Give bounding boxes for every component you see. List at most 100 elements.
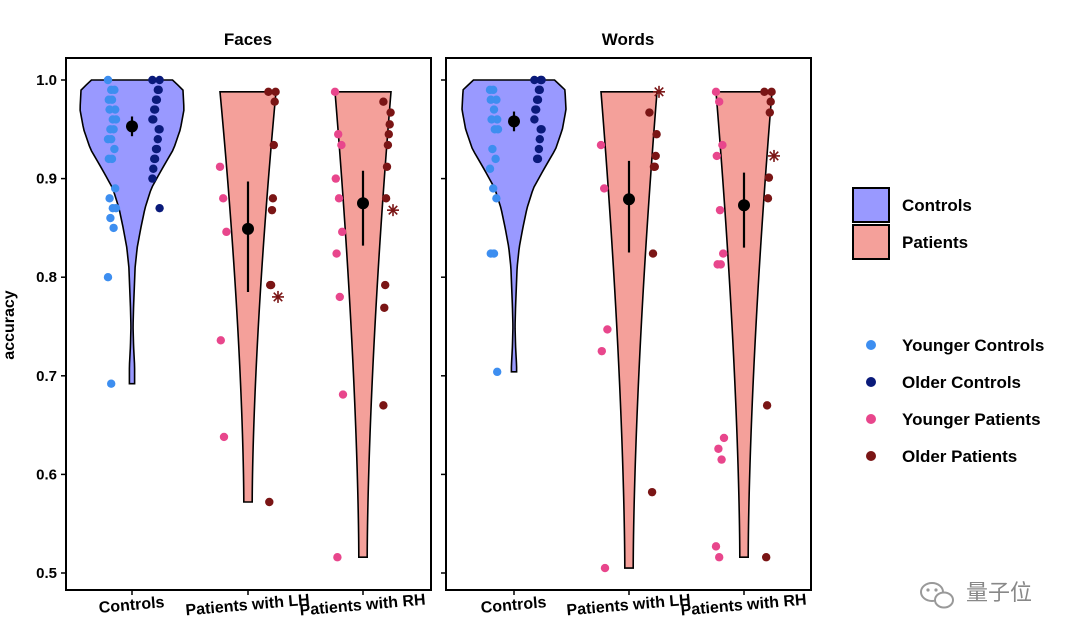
point-younger xyxy=(332,249,341,258)
point-older xyxy=(271,87,280,97)
mean-marker xyxy=(623,193,635,206)
x-tick-label: Controls xyxy=(98,594,165,617)
point-younger xyxy=(712,151,721,161)
point-younger xyxy=(105,194,114,203)
point-older xyxy=(270,97,279,106)
point-older xyxy=(532,95,542,104)
point-younger xyxy=(107,154,117,164)
point-older xyxy=(150,105,159,114)
watermark: 量子位 xyxy=(920,580,1032,609)
point-older xyxy=(153,85,162,95)
point-younger xyxy=(493,125,503,134)
point-older xyxy=(148,174,157,183)
mean-marker xyxy=(738,199,750,212)
y-tick-label: 0.9 xyxy=(36,171,57,188)
point-older xyxy=(267,205,277,215)
point-younger xyxy=(333,553,342,562)
point-older xyxy=(264,87,273,97)
point-younger xyxy=(488,144,497,154)
x-tick-label: Patients with RH xyxy=(299,592,426,620)
point-younger xyxy=(334,194,344,203)
point-younger xyxy=(718,140,727,150)
asterisk-mark xyxy=(769,151,779,161)
point-older xyxy=(383,140,393,150)
legend-point-swatch xyxy=(866,340,876,350)
point-older xyxy=(379,401,388,410)
legend-fill-label: Controls xyxy=(902,196,972,215)
point-older xyxy=(763,194,773,203)
point-older xyxy=(645,108,654,117)
point-older xyxy=(536,75,545,85)
point-younger xyxy=(111,203,121,213)
point-younger xyxy=(222,227,231,237)
watermark-text: 量子位 xyxy=(966,580,1032,605)
point-younger xyxy=(489,249,499,258)
point-older xyxy=(155,203,164,213)
violin-patients-with-lh xyxy=(219,91,277,503)
point-younger xyxy=(487,115,496,124)
legend-fill-swatch xyxy=(852,187,890,223)
panel-title: Faces xyxy=(224,30,272,49)
point-older xyxy=(148,115,157,124)
legend-point-swatch xyxy=(866,377,876,387)
point-younger xyxy=(107,379,116,388)
y-tick-label: 0.7 xyxy=(36,368,57,385)
point-younger xyxy=(215,162,225,171)
point-younger xyxy=(335,292,344,302)
point-younger xyxy=(597,346,606,356)
point-younger xyxy=(600,563,610,573)
point-younger xyxy=(219,432,229,442)
x-tick-label: Patients with LH xyxy=(185,592,310,620)
point-older xyxy=(381,280,390,290)
legend-point-swatch xyxy=(866,451,876,461)
point-younger xyxy=(486,95,495,104)
mean-marker xyxy=(126,120,138,133)
point-older xyxy=(154,125,163,134)
point-younger xyxy=(107,95,117,104)
point-younger xyxy=(337,140,346,150)
point-older xyxy=(148,75,157,85)
y-tick-label: 0.5 xyxy=(36,565,57,582)
point-younger xyxy=(216,336,225,345)
point-older xyxy=(149,164,158,173)
point-younger xyxy=(109,223,118,233)
point-older xyxy=(530,115,539,124)
point-older xyxy=(536,125,545,134)
violin-patients-with-rh xyxy=(715,91,773,559)
point-older xyxy=(648,249,658,258)
point-older xyxy=(535,134,544,144)
point-older xyxy=(647,487,657,497)
mean-marker xyxy=(242,222,254,235)
legend-fill-label: Patients xyxy=(902,233,968,252)
point-younger xyxy=(485,164,495,173)
asterisk-mark xyxy=(654,87,664,97)
point-older xyxy=(766,97,775,106)
x-tick-label: Patients with RH xyxy=(680,592,807,620)
point-older xyxy=(760,87,769,97)
point-older xyxy=(531,105,540,114)
point-younger xyxy=(219,194,228,203)
point-older xyxy=(532,154,542,164)
point-younger xyxy=(331,174,340,183)
point-younger xyxy=(603,325,612,334)
point-younger xyxy=(106,213,115,223)
point-younger xyxy=(715,205,725,215)
mean-marker xyxy=(508,115,520,128)
point-older xyxy=(265,497,274,507)
wechat-icon xyxy=(920,582,954,609)
y-tick-label: 0.6 xyxy=(36,466,57,483)
point-younger xyxy=(493,367,502,377)
legend-point-label: Older Patients xyxy=(902,447,1017,466)
point-older xyxy=(381,194,391,203)
point-younger xyxy=(492,194,501,203)
asterisk-mark xyxy=(388,205,398,215)
point-younger xyxy=(489,85,498,95)
point-younger xyxy=(111,184,120,193)
point-older xyxy=(386,108,395,117)
point-younger xyxy=(105,105,114,114)
point-older xyxy=(764,173,774,182)
point-younger xyxy=(596,140,606,150)
legend-point-label: Older Controls xyxy=(902,373,1021,392)
point-younger xyxy=(714,444,723,453)
